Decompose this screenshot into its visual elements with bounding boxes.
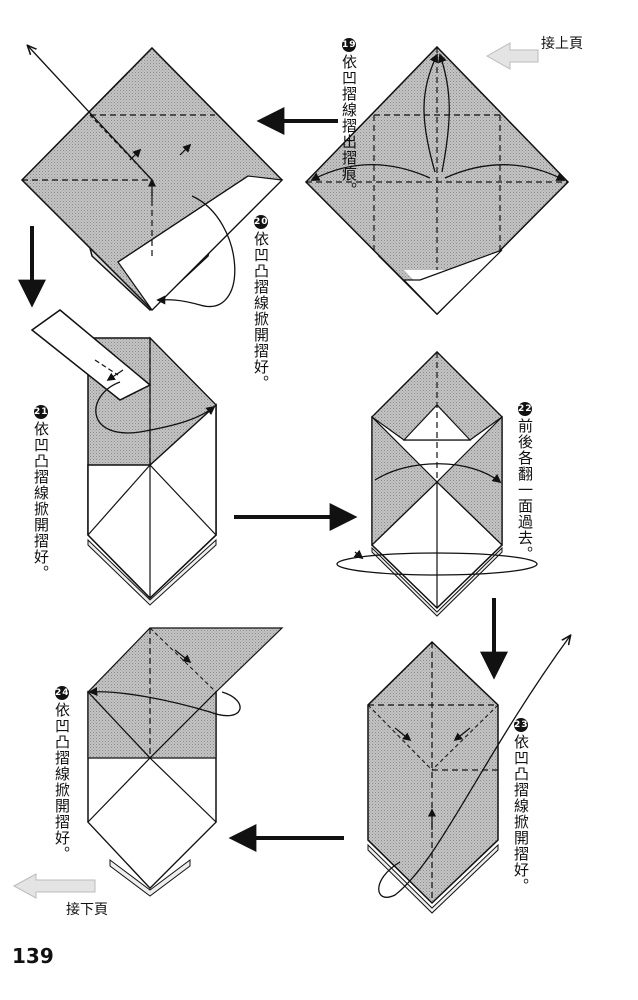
step-21-figure [30, 309, 217, 606]
step-21-text: 依凹凸摺線掀開摺好。 [32, 421, 50, 581]
step-23-number: 23 [514, 718, 529, 732]
step-20-figure [20, 46, 284, 312]
next-page-arrow [12, 873, 96, 899]
continue-from-prev-label: 接上頁 [541, 36, 583, 52]
step-19-text: 依凹摺線摺出摺痕。 [340, 54, 358, 198]
step-20-instruction: 20 依凹凸摺線掀開摺好。 [252, 215, 270, 391]
step-19-instruction: 19 依凹摺線摺出摺痕。 [340, 38, 358, 198]
step-19-figure [304, 45, 570, 316]
step-23-text: 依凹凸摺線掀開摺好。 [512, 734, 530, 894]
continue-to-next-label: 接下頁 [66, 902, 108, 918]
step-20-text: 依凹凸摺線掀開摺好。 [252, 231, 270, 391]
step-24-number: 24 [55, 686, 70, 700]
prev-page-arrow [485, 42, 539, 70]
step-24-text: 依凹凸摺線掀開摺好。 [53, 702, 71, 862]
step-23-instruction: 23 依凹凸摺線掀開摺好。 [512, 718, 530, 894]
step-21-number: 21 [34, 405, 49, 419]
step-24-instruction: 24 依凹凸摺線掀開摺好。 [53, 686, 71, 862]
step-20-number: 20 [254, 215, 269, 229]
step-23-figure [367, 636, 570, 914]
step-22-figure [336, 350, 538, 617]
step-21-instruction: 21 依凹凸摺線掀開摺好。 [32, 405, 50, 581]
page-number: 139 [12, 944, 54, 968]
step-19-number: 19 [342, 38, 357, 52]
step-24-figure [87, 627, 284, 897]
step-22-instruction: 22 前後各翻一面過去。 [516, 402, 534, 562]
step-22-text: 前後各翻一面過去。 [516, 418, 534, 562]
step-22-number: 22 [518, 402, 533, 416]
